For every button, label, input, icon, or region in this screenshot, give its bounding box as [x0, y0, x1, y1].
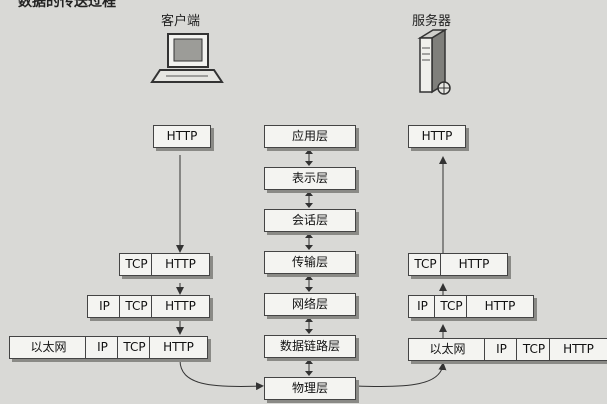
client-ip-cell-ip: IP — [87, 295, 122, 318]
client-ethernet-cell-ethernet: 以太网 — [9, 336, 88, 359]
osi-arrowhead — [305, 287, 313, 292]
osi-layer-physical-label: 物理层 — [264, 377, 356, 400]
osi-layer-application-label: 应用层 — [264, 125, 356, 148]
server-label: 服务器 — [412, 14, 452, 29]
server-icon — [417, 28, 451, 95]
server-tcp-cell-http: HTTP — [440, 253, 508, 276]
osi-stack-arrows — [305, 149, 313, 376]
client-ethernet-cell-ip: IP — [85, 336, 120, 359]
osi-arrowhead — [305, 191, 313, 196]
server-tcp-cell-tcp: TCP — [408, 253, 443, 276]
osi-arrowhead — [305, 149, 313, 154]
section-title: 数据的传送过程 — [18, 0, 116, 10]
server-ip-cell-tcp: TCP — [434, 295, 469, 318]
client-ethernet-cell-http: HTTP — [149, 336, 208, 359]
computer-icon — [150, 33, 224, 83]
client-ip-cell-http: HTTP — [151, 295, 210, 318]
server-ethernet-cell-ip: IP — [484, 338, 519, 361]
client-to-physical-arrow — [179, 359, 264, 391]
server-ethernet-cell-ethernet: 以太网 — [408, 338, 487, 361]
osi-layer-network-label: 网络层 — [264, 293, 356, 316]
client-label: 客户端 — [161, 14, 201, 29]
osi-arrowhead — [305, 329, 313, 334]
server-ethernet-cell-http: HTTP — [549, 338, 607, 361]
osi-layer-session-label: 会话层 — [264, 209, 356, 232]
server-ip-cell-http: HTTP — [466, 295, 534, 318]
osi-arrowhead — [305, 233, 313, 238]
osi-arrowhead — [305, 275, 313, 280]
osi-layer-transport-label: 传输层 — [264, 251, 356, 274]
client-tcp-cell-http: HTTP — [151, 253, 210, 276]
server-http-cell-http: HTTP — [408, 125, 466, 148]
osi-arrowhead — [305, 371, 313, 376]
client-http-cell-http: HTTP — [153, 125, 211, 148]
client-tcp-cell-tcp: TCP — [119, 253, 154, 276]
osi-arrowhead — [305, 203, 313, 208]
osi-arrowhead — [305, 359, 313, 364]
server-ip-cell-ip: IP — [408, 295, 437, 318]
osi-arrowhead — [305, 317, 313, 322]
osi-arrowhead — [305, 245, 313, 250]
physical-to-server-arrow — [355, 362, 447, 388]
client-ip-cell-tcp: TCP — [119, 295, 154, 318]
client-ethernet-cell-tcp: TCP — [117, 336, 152, 359]
server-ethernet-cell-tcp: TCP — [516, 338, 552, 361]
osi-layer-data-link-label: 数据链路层 — [264, 335, 356, 358]
osi-arrowhead — [305, 161, 313, 166]
osi-layer-presentation-label: 表示层 — [264, 167, 356, 190]
